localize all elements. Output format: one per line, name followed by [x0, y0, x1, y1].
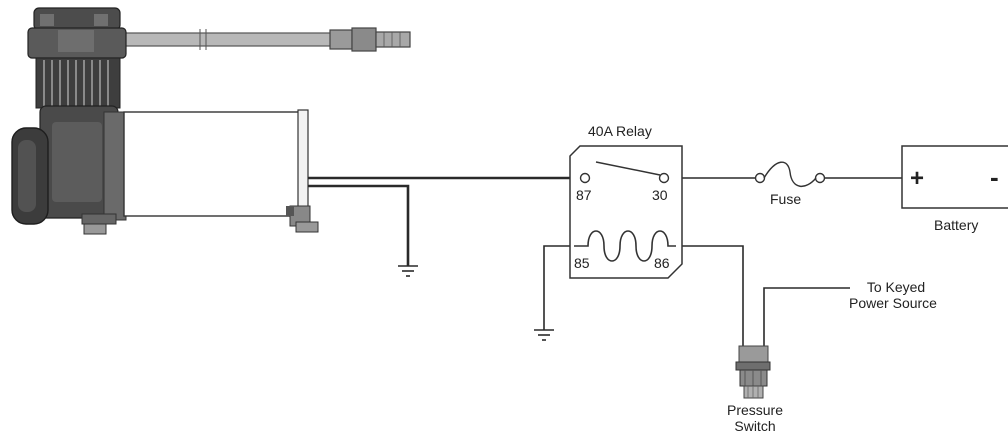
relay-terminal-87: 87: [576, 187, 592, 203]
coil-icon: [574, 230, 676, 262]
pressure-switch-label-line2: Switch: [734, 418, 775, 434]
fuse-label: Fuse: [770, 191, 801, 207]
battery-negative: -: [990, 162, 999, 192]
battery-icon: [901, 145, 1008, 209]
pressure-switch-icon: [735, 345, 771, 399]
pressure-switch-label-line1: Pressure: [727, 402, 783, 418]
relay-terminal-86: 86: [654, 255, 670, 271]
ground-icon: [534, 329, 554, 341]
power-source-label-line2: Power Source: [849, 295, 937, 311]
battery-positive: +: [910, 165, 924, 192]
relay-terminal-30: 30: [652, 187, 668, 203]
relay-title: 40A Relay: [588, 123, 652, 139]
relay-switch-icon: [579, 161, 670, 184]
ground-icon: [398, 265, 418, 277]
wiring: [308, 176, 902, 346]
relay-terminal-85: 85: [574, 255, 590, 271]
relay: [569, 145, 683, 279]
fuse-icon: [754, 161, 826, 187]
battery-label: Battery: [934, 217, 978, 233]
compressor-icon: [11, 7, 411, 235]
power-source-label-line1: To Keyed: [867, 279, 925, 295]
